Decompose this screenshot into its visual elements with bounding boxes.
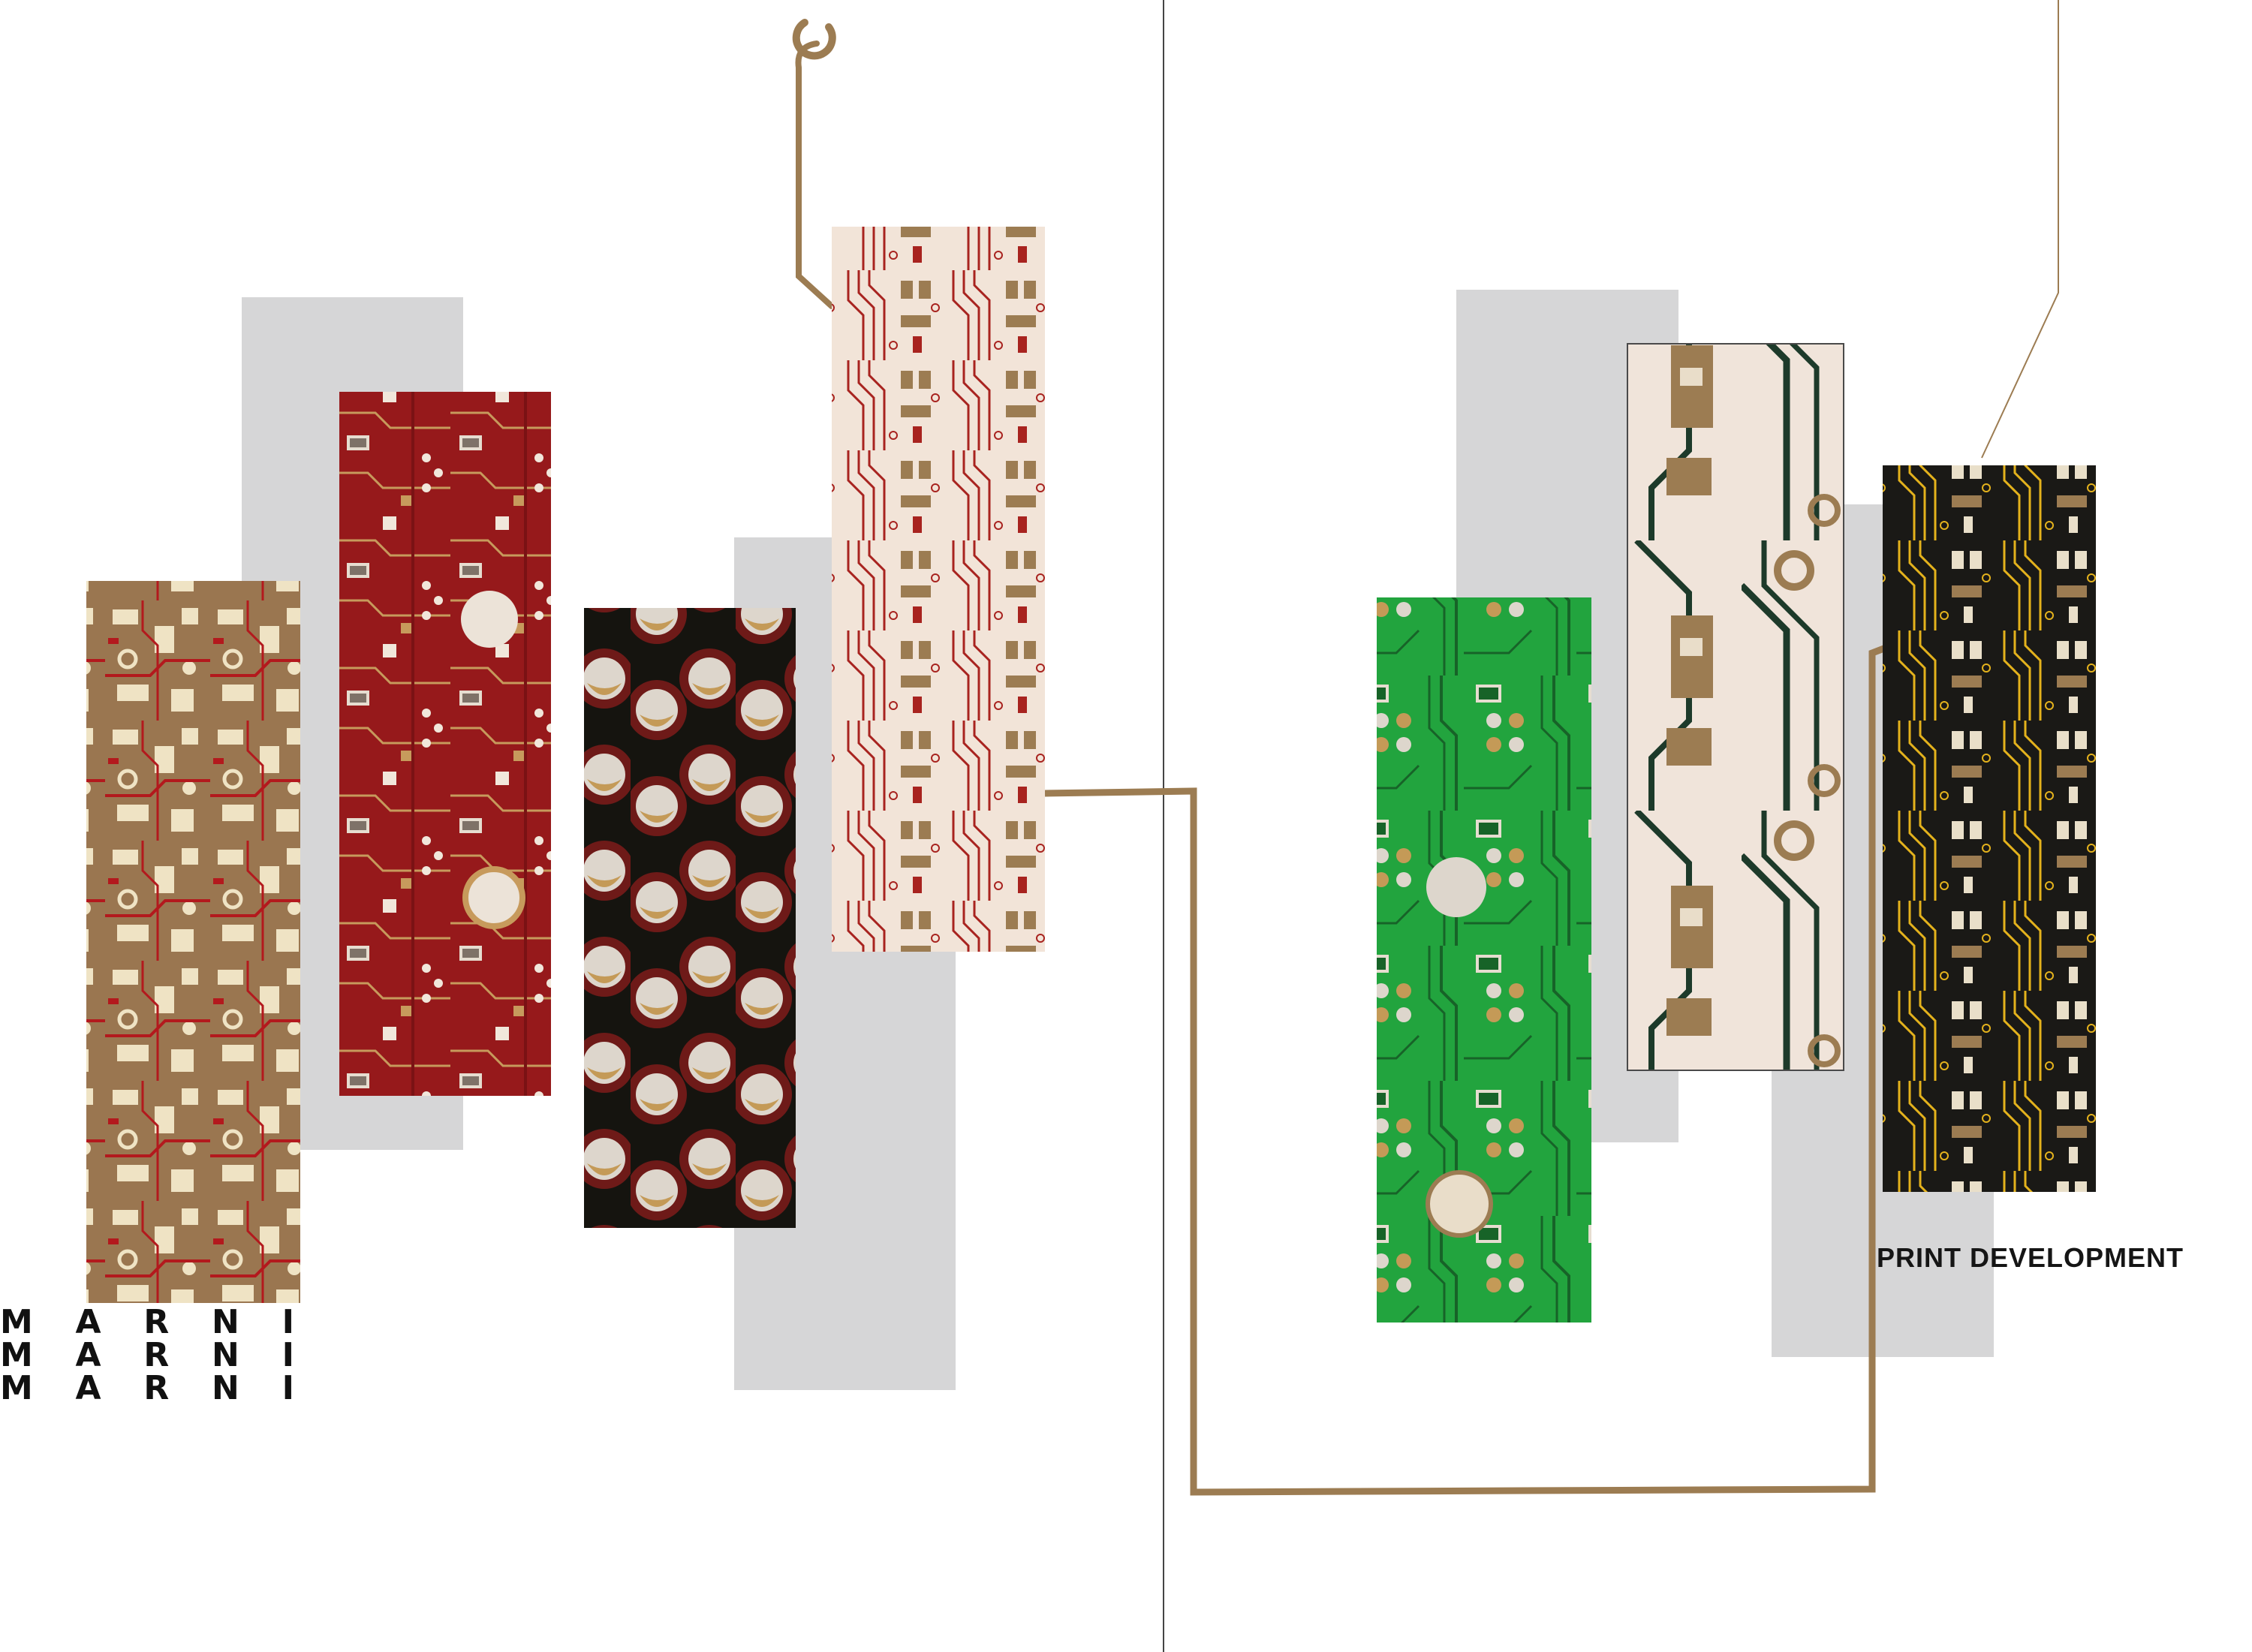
brand-letter: N xyxy=(212,1303,239,1341)
component-disc xyxy=(1426,857,1486,917)
brand-line: M A R N I xyxy=(0,1306,294,1339)
brand-line: M A R N I xyxy=(0,1339,294,1372)
gold-trace-connector xyxy=(1044,642,1893,1496)
black-dots-swatch xyxy=(584,608,796,1228)
brand-wordmark: M A R N I M A R N I M A R N I xyxy=(0,1306,300,1405)
cream-green-circuit-swatch xyxy=(1627,343,1844,1071)
red-circuit-swatch xyxy=(339,392,551,1096)
black-yellow-circuit-swatch xyxy=(1883,465,2096,1192)
brand-letter: I xyxy=(282,1369,294,1407)
brand-letter: A xyxy=(75,1336,101,1374)
page-caption: PRINT DEVELOPMENT xyxy=(1877,1242,2184,1273)
brand-letter: N xyxy=(212,1336,239,1374)
gold-trace-top xyxy=(795,41,835,309)
component-disc xyxy=(1426,1170,1493,1238)
brand-letter: M xyxy=(0,1369,33,1407)
brand-letter: A xyxy=(75,1369,101,1407)
brand-letter: R xyxy=(143,1303,170,1341)
brand-letter: N xyxy=(212,1369,239,1407)
brand-letter: A xyxy=(75,1303,101,1341)
component-disc xyxy=(462,866,525,929)
tan-circuit-swatch xyxy=(86,581,300,1303)
brand-line: M A R N I xyxy=(0,1372,294,1405)
brand-letter: I xyxy=(282,1303,294,1341)
component-disc xyxy=(461,591,518,648)
gold-ring-terminal xyxy=(792,19,836,60)
brand-letter: M xyxy=(0,1303,33,1341)
brand-letter: R xyxy=(143,1336,170,1374)
brand-letter: R xyxy=(143,1369,170,1407)
thin-trace-right xyxy=(1981,0,2059,459)
brand-letter: I xyxy=(282,1336,294,1374)
brand-letter: M xyxy=(0,1336,33,1374)
cream-red-circuit-swatch xyxy=(832,227,1045,952)
